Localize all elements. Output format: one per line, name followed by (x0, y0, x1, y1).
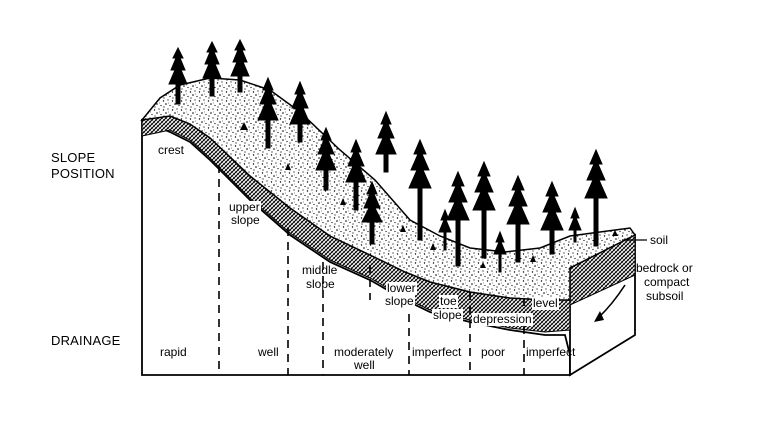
ground-surface (140, 77, 637, 301)
drainage-well: well (258, 345, 279, 359)
bedrock-label-3: subsoil (646, 289, 684, 303)
bedrock-label-1: bedrock or (636, 261, 693, 275)
lower-slope-label-2: slope (384, 294, 415, 308)
drainage-poor: poor (481, 345, 506, 359)
depression-label: depression (472, 312, 533, 326)
shrubs (240, 122, 618, 268)
toe-slope-label-2: slope (432, 308, 463, 322)
drainage-moderately-well-1: moderately (334, 345, 394, 359)
toe-slope-label-1: toe (439, 294, 458, 308)
slope-position-label-line2: POSITION (51, 166, 115, 181)
upper-slope-label-2: slope (230, 213, 261, 227)
lower-slope-label-1: lower (386, 281, 417, 295)
drainage-rapid: rapid (160, 345, 187, 359)
level-label: level (532, 296, 559, 310)
middle-slope-label-1: middle (302, 263, 338, 277)
drainage-label: DRAINAGE (51, 333, 121, 348)
bedrock-label-2: compact (644, 275, 690, 289)
drainage-imperfect-2: imperfect (526, 345, 576, 359)
upper-slope-label-1: upper (228, 200, 261, 214)
drainage-moderately-well-2: well (354, 358, 375, 372)
crest-label: crest (158, 143, 185, 157)
slope-position-label-line1: SLOPE (51, 150, 96, 165)
slope-dividers (218, 165, 525, 375)
tree-icon (168, 38, 608, 273)
soil-label: soil (650, 233, 669, 247)
drainage-imperfect-1: imperfect (412, 345, 462, 359)
middle-slope-label-2: slope (306, 277, 335, 291)
